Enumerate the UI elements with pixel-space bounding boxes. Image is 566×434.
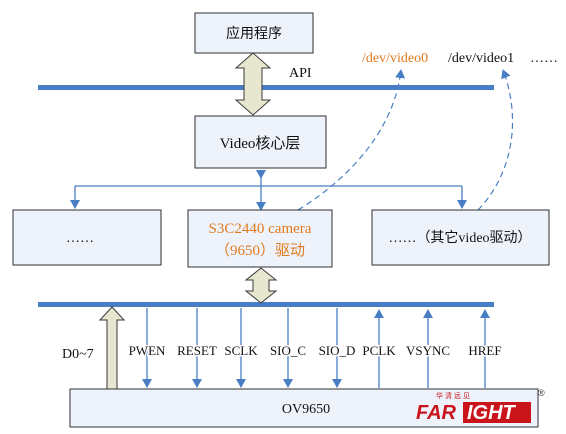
dashed-link-video1 [477,69,514,211]
signal-label-vsync: VSYNC [406,343,450,358]
other-driver-box [371,209,550,266]
camera-driver-label-line1: S3C2440 camera [209,221,312,237]
signal-label-pclk: PCLK [362,343,396,358]
signal-label-sio-c: SIO_C [270,343,306,358]
ov9650-sensor-box [69,388,539,428]
farsight-logo: 华 清 远 见 FAR IGHT ® [416,388,545,424]
dashed-link-video0 [297,69,406,211]
logo-registered-mark: ® [538,388,545,398]
video-core-label: Video核心层 [220,135,301,152]
logo-brand-right: IGHT [467,402,517,424]
video-core-box [194,115,327,169]
signal-label-href: HREF [468,343,501,358]
left-driver-label: …… [66,231,94,246]
signal-label-reset: RESET [177,343,217,358]
control-signal-group: PWEN RESET SCLK SIO_C SIO_D PCLK VSYNC HREF [127,308,503,388]
dev-more-label: …… [530,51,558,66]
dev-video1-label: /dev/video1 [448,51,514,66]
dev-video0-label: /dev/video0 [362,51,428,66]
app-box-label: 应用程序 [226,25,282,41]
app-core-double-arrow [234,52,272,116]
logo-chinese-text: 华 清 远 见 [436,391,470,400]
data-bus-label: D0~7 [62,347,94,362]
other-driver-label: ……（其它video驱动） [388,229,531,246]
data-bus-up-arrow [98,306,126,390]
signal-label-sclk: SCLK [224,343,258,358]
camera-driver-box [187,209,333,268]
api-label: API [289,66,312,81]
hardware-bus [38,302,494,307]
ov9650-sensor-label: OV9650 [282,402,330,417]
left-driver-box [12,209,162,266]
signal-label-sio-d: SIO_D [319,343,356,358]
driver-bus-double-arrow [244,267,278,304]
logo-brand-left: FAR [416,402,457,424]
logo-brand-box [463,402,531,423]
api-bus [38,85,494,90]
camera-driver-label-line2: （9650）驱动 [215,242,305,259]
signal-label-pwen: PWEN [129,343,166,358]
app-box [194,12,314,54]
